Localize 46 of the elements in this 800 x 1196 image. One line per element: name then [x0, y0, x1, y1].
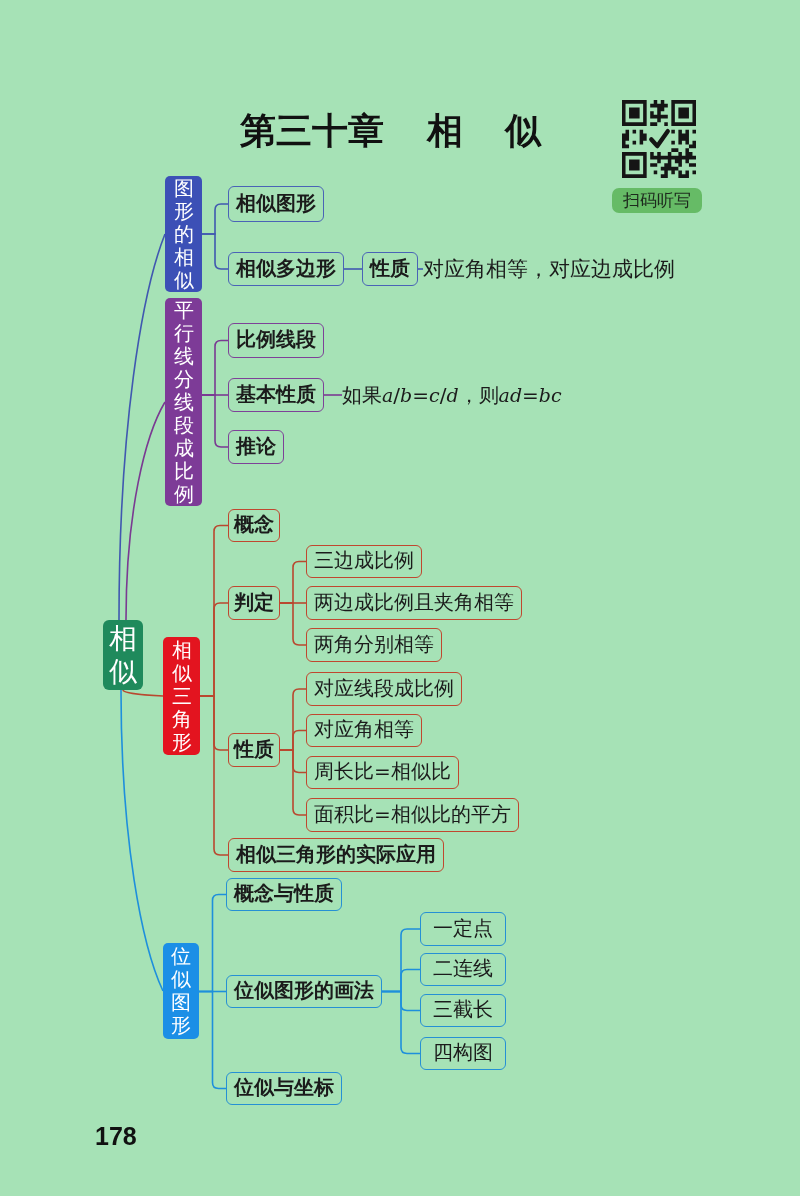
connector-line	[201, 394, 229, 448]
branch-box: 相似三角形	[163, 637, 200, 755]
topic-box: 相似图形	[228, 186, 324, 222]
topic-box: 比例线段	[228, 323, 324, 358]
topic-box: 性质	[228, 733, 280, 767]
topic-box: 概念	[228, 509, 280, 542]
connector-line	[417, 268, 424, 270]
connector-line	[343, 268, 363, 270]
topic-box: 相似三角形的实际应用	[228, 838, 444, 872]
connector-line	[118, 233, 166, 621]
connector-line	[323, 394, 343, 396]
title: 第三十章 相 似	[240, 110, 542, 152]
topic-box: 位似与坐标	[226, 1072, 342, 1105]
connector-line	[279, 749, 307, 816]
branch-box: 平行线分线段成比例	[165, 298, 202, 506]
connector-line	[201, 233, 229, 270]
topic-box: 概念与性质	[226, 878, 342, 911]
subtopic-box: 周长比=相似比	[306, 756, 459, 789]
topic-box: 位似图形的画法	[226, 975, 382, 1008]
subtopic-box: 三截长	[420, 994, 506, 1027]
topic-box: 推论	[228, 430, 284, 464]
caption-tab: 扫码听写	[612, 188, 702, 213]
central-topic-box: 相似	[103, 620, 143, 690]
subtopic-box: 对应线段成比例	[306, 672, 462, 706]
connector-line	[279, 602, 307, 646]
branch-box: 图形的相似	[165, 176, 202, 292]
topic-box: 判定	[228, 586, 280, 620]
topic-box: 性质	[362, 252, 418, 286]
subtopic-box: 面积比=相似比的平方	[306, 798, 519, 832]
connector-line	[120, 689, 164, 992]
page-number: 178	[95, 1123, 137, 1149]
subtopic-box: 两边成比例且夹角相等	[306, 586, 522, 620]
subtopic-box: 三边成比例	[306, 545, 422, 578]
branch-box: 位似图形	[163, 943, 199, 1039]
note-text: 对应角相等，对应边成比例	[423, 252, 675, 286]
subtopic-box: 四构图	[420, 1037, 506, 1070]
subtopic-box: 对应角相等	[306, 714, 422, 747]
formula-text: 如果a/b=c/d，则ad=bc	[342, 378, 562, 412]
topic-box: 相似多边形	[228, 252, 344, 286]
connector-line	[125, 401, 166, 621]
subtopic-box: 一定点	[420, 912, 506, 946]
topic-box: 基本性质	[228, 378, 324, 412]
connector-line	[122, 689, 164, 697]
connector-line	[381, 990, 421, 1055]
subtopic-box: 两角分别相等	[306, 628, 442, 662]
subtopic-box: 二连线	[420, 953, 506, 986]
